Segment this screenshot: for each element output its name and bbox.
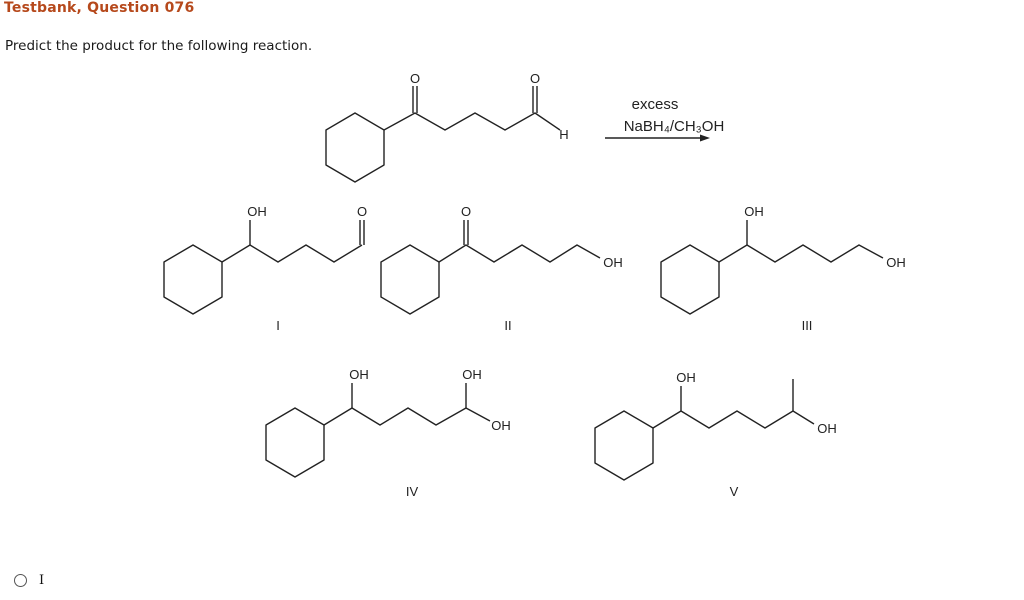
question-header: Testbank, Question 076: [4, 0, 195, 16]
choice-ii-hydroxyl-label: OH: [603, 255, 623, 270]
starting-material-structure: O O H: [325, 71, 569, 183]
answer-option-label: I: [39, 573, 45, 588]
aldehyde-oxygen-label: O: [530, 71, 540, 86]
choice-iii-hydroxyl-end-label: OH: [886, 255, 906, 270]
choice-i-hydroxyl-label: OH: [247, 204, 267, 219]
aldehyde-hydrogen-label: H: [559, 127, 568, 142]
choice-iv-hydroxyl-mid-label: OH: [462, 367, 482, 382]
choice-v-hydroxyl-top-label: OH: [676, 370, 696, 385]
choice-v-structure: OH OH V: [594, 370, 837, 499]
choice-i-oxygen-label: O: [357, 204, 367, 219]
arrow-head-icon: [700, 134, 710, 142]
choice-ii-structure: O OH II: [380, 204, 623, 333]
choice-iv-structure: OH OH OH IV: [265, 367, 511, 499]
choice-iii-structure: OH OH III: [660, 204, 906, 333]
choice-iii-numeral: III: [802, 318, 813, 333]
choice-i-structure: OH O I: [163, 204, 367, 333]
question-prompt: Predict the product for the following re…: [5, 38, 313, 54]
radio-button-icon[interactable]: [14, 574, 27, 587]
choice-iv-hydroxyl-left-label: OH: [349, 367, 369, 382]
choice-iii-hydroxyl-top-label: OH: [744, 204, 764, 219]
reagent-formula: NaBH₄/CH₃OH: [624, 118, 725, 135]
choice-ii-numeral: II: [504, 318, 511, 333]
choice-v-numeral: V: [730, 484, 739, 499]
carbonyl-oxygen-label: O: [410, 71, 420, 86]
choice-ii-oxygen-label: O: [461, 204, 471, 219]
choice-i-numeral: I: [276, 318, 280, 333]
choice-v-hydroxyl-end-label: OH: [817, 421, 837, 436]
choice-iv-numeral: IV: [406, 484, 419, 499]
reaction-arrow-group: excess NaBH₄/CH₃OH: [605, 96, 724, 142]
answer-option-i[interactable]: I: [14, 573, 44, 588]
choice-iv-hydroxyl-end-label: OH: [491, 418, 511, 433]
reagent-excess: excess: [632, 96, 679, 113]
